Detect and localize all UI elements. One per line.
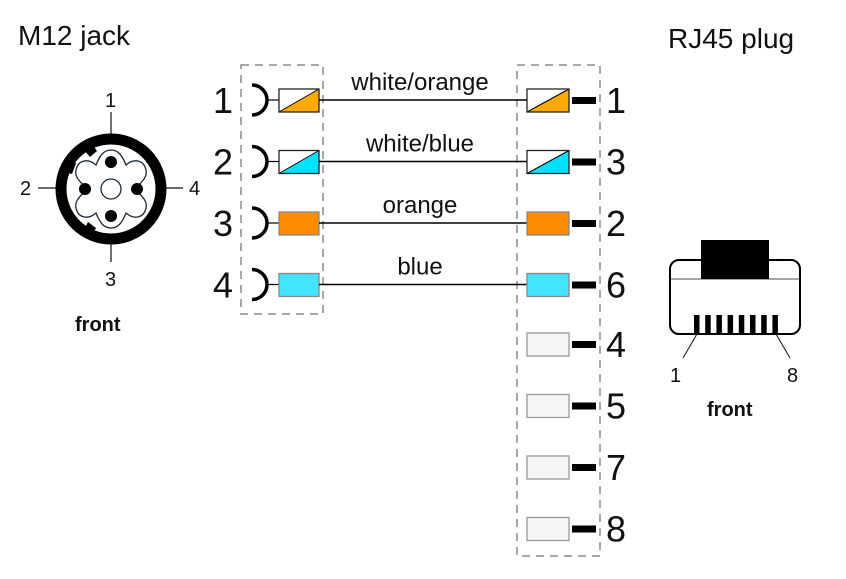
- rj45-connector-enclosure: [516, 64, 601, 557]
- unused-pin-box: [526, 516, 570, 542]
- rj45-pin-contact-icon: [572, 97, 596, 104]
- m12-front-label: front: [75, 314, 121, 336]
- m12-pin-label-4: 4: [189, 178, 200, 200]
- m12-coding-key-bottom: [84, 222, 96, 235]
- m12-wire-color-box-divider: [278, 88, 320, 113]
- m12-pin-1: [105, 156, 117, 168]
- unused-pin-box: [526, 455, 570, 480]
- rj45-pin-number: 2: [606, 203, 626, 244]
- connection-row: 4 blue 6: [213, 254, 626, 306]
- rj45-pin-number: 6: [606, 265, 626, 306]
- rj45-front-label: front: [707, 399, 753, 421]
- rj45-wire-color-box-divider: [526, 88, 570, 113]
- m12-pin-number: 1: [213, 80, 233, 121]
- rj45-contact: [761, 315, 767, 334]
- rj45-wire-color-box-divider: [526, 150, 570, 174]
- m12-pin-number: 3: [213, 203, 233, 244]
- rj45-pin-contact-icon: [572, 525, 596, 533]
- connection-row: 3 orange 2: [213, 192, 626, 244]
- m12-wire-color-box: [278, 211, 320, 236]
- rj45-plug-title: RJ45 plug: [668, 23, 794, 54]
- wire-color-label: white/orange: [350, 69, 488, 96]
- m12-wire-color-box: [278, 272, 320, 298]
- m12-pin-4: [131, 183, 143, 195]
- wire-color-label: blue: [397, 254, 442, 281]
- m12-pin-2: [79, 183, 91, 195]
- rj45-contact: [738, 315, 745, 334]
- rj45-pin-contact-icon: [572, 158, 596, 166]
- rj45-pin-number: 7: [606, 447, 626, 488]
- rj45-pin-contact-icon: [572, 220, 596, 227]
- m12-jack-face: [38, 112, 183, 262]
- unused-pin-row: 7: [526, 447, 626, 488]
- rj45-contacts: [694, 315, 778, 334]
- m12-pin-label-2: 2: [20, 178, 31, 200]
- rj45-pin-contact-icon: [572, 402, 596, 410]
- m12-pin-label-3: 3: [105, 269, 116, 291]
- rj45-pin-number: 8: [606, 509, 626, 550]
- rj45-pin-contact-icon: [572, 464, 596, 471]
- rj45-pin-number: 5: [606, 386, 626, 427]
- socket-contact-icon: [251, 267, 269, 302]
- m12-pin-number: 2: [213, 142, 233, 183]
- socket-contact-icon: [251, 83, 269, 117]
- rj45-pin8-leader: [775, 333, 791, 359]
- rj45-pin-number: 3: [606, 142, 626, 183]
- rj45-contact: [694, 315, 700, 334]
- rj45-pin-contact-icon: [572, 341, 596, 348]
- rj45-pin-number: 1: [606, 80, 626, 121]
- unused-pin-row: 8: [526, 509, 626, 550]
- rj45-contact: [750, 315, 756, 334]
- rj45-wire-color-box: [526, 211, 570, 236]
- m12-jack-title: M12 jack: [18, 20, 131, 51]
- unused-pin-row: 5: [526, 386, 626, 427]
- connections: 1 white/orange 1 2 white/blue 3 3 orange 2 4 blue 6: [213, 69, 626, 306]
- rj45-pin-label-first: 1: [670, 365, 681, 387]
- m12-center-hole: [100, 178, 122, 200]
- unused-pin-box: [526, 332, 570, 357]
- m12-pin-label-1: 1: [105, 90, 116, 112]
- m12-wire-color-box-divider: [278, 150, 320, 174]
- rj45-plug-face: [669, 240, 801, 359]
- m12-pin-number: 4: [213, 265, 233, 306]
- m12-pin-3: [105, 210, 117, 222]
- connection-row: 2 white/blue 3: [213, 131, 626, 183]
- rj45-wire-color-box-border: [526, 88, 570, 113]
- unused-rj45-pins: 4 5 7 8: [526, 324, 626, 550]
- m12-coding-key-left: [65, 160, 76, 174]
- rj45-contact: [705, 315, 711, 334]
- rj45-contact: [772, 315, 778, 334]
- socket-contact-icon: [251, 206, 269, 240]
- rj45-pin-label-last: 8: [787, 365, 798, 387]
- rj45-contact: [727, 315, 734, 334]
- socket-contact-icon: [251, 144, 269, 179]
- connection-row: 1 white/orange 1: [213, 69, 626, 121]
- m12-coding-key-top: [84, 144, 97, 157]
- unused-pin-row: 4: [526, 324, 626, 365]
- rj45-latch-tab: [701, 240, 769, 279]
- m12-connector-enclosure: [240, 64, 324, 315]
- rj45-wire-color-box-border: [526, 149, 570, 175]
- rj45-pin-contact-icon: [572, 281, 596, 289]
- wire-color-label: orange: [383, 192, 458, 219]
- rj45-wire-color-box: [526, 272, 570, 298]
- unused-pin-box: [526, 393, 570, 419]
- wire-color-label: white/blue: [365, 131, 474, 158]
- rj45-pin-number: 4: [606, 324, 626, 365]
- rj45-contact: [716, 315, 722, 334]
- rj45-pin1-leader: [682, 333, 698, 359]
